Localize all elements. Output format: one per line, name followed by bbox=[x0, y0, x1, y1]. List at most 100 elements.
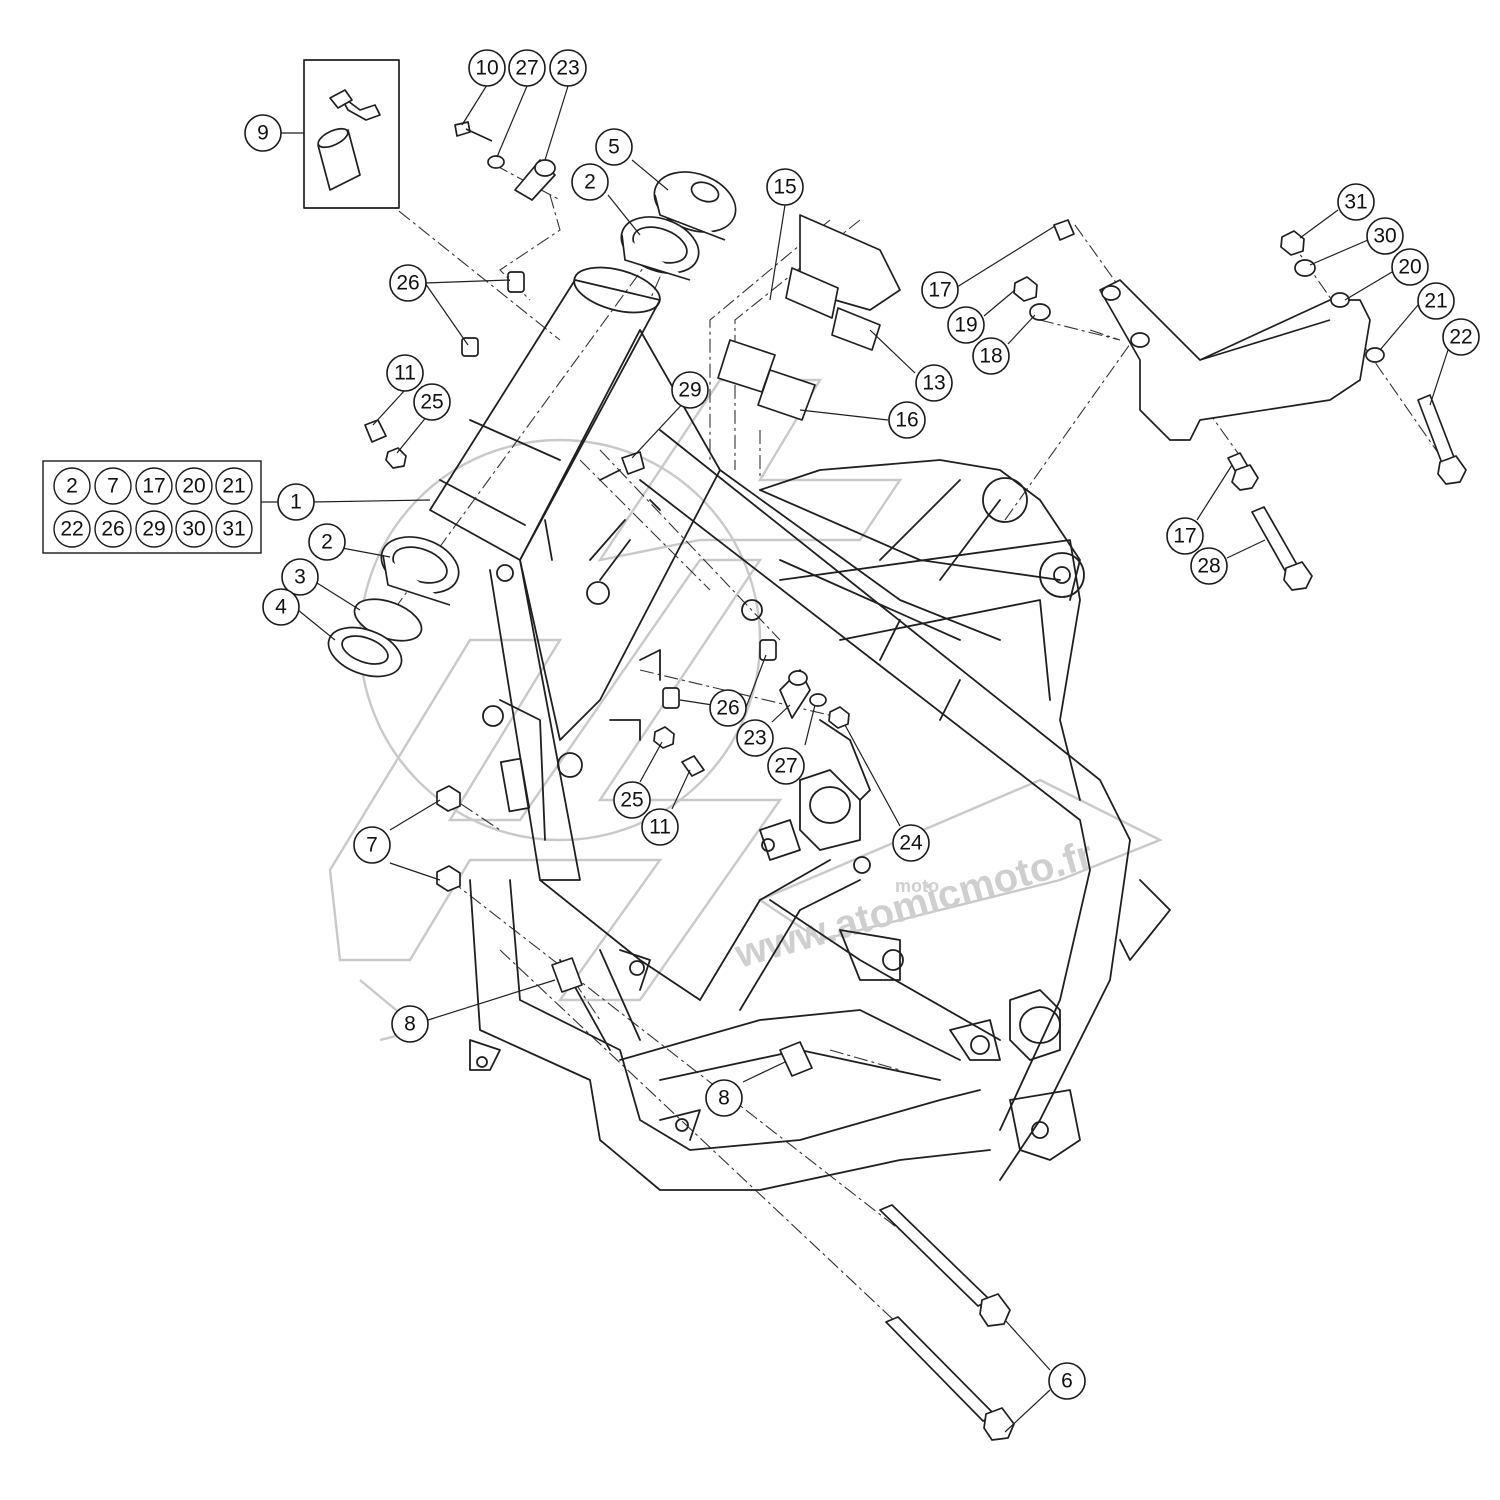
svg-text:21: 21 bbox=[222, 475, 245, 498]
callout-2-bottom: 2 bbox=[308, 523, 346, 561]
svg-text:9: 9 bbox=[257, 122, 269, 145]
svg-text:31: 31 bbox=[1344, 191, 1367, 214]
part-25-nut-left bbox=[385, 447, 407, 469]
kit-item: 29 bbox=[135, 510, 173, 548]
callout-19: 19 bbox=[947, 306, 985, 344]
svg-text:22: 22 bbox=[1449, 326, 1472, 349]
part-30-washer bbox=[1294, 259, 1316, 277]
kit-item: 2 bbox=[53, 467, 91, 505]
kit-item: 20 bbox=[175, 467, 213, 505]
part-11-bolt-center bbox=[681, 755, 705, 777]
part-11-bolt-left bbox=[364, 419, 387, 443]
kit-item: 31 bbox=[215, 510, 253, 548]
kit-item: 21 bbox=[215, 467, 253, 505]
callout-26-center: 26 bbox=[709, 689, 747, 727]
callout-25-left: 25 bbox=[413, 383, 451, 421]
svg-text:22: 22 bbox=[60, 518, 83, 541]
part-4-lower-seal bbox=[327, 626, 403, 678]
svg-text:3: 3 bbox=[294, 566, 306, 589]
svg-text:26: 26 bbox=[396, 272, 419, 295]
svg-text:29: 29 bbox=[678, 379, 701, 402]
part-17-bolt-lower bbox=[1227, 452, 1259, 491]
callouts: 9 10 27 23 5 2 15 26 11 25 1 2 3 4 29 13… bbox=[244, 49, 1480, 1400]
kit-item: 7 bbox=[94, 467, 132, 505]
main-frame bbox=[429, 266, 1171, 1191]
svg-text:23: 23 bbox=[556, 57, 579, 80]
svg-text:13: 13 bbox=[922, 372, 945, 395]
callout-8-left: 8 bbox=[391, 1005, 429, 1043]
svg-text:6: 6 bbox=[1061, 1370, 1073, 1393]
callout-11-center: 11 bbox=[641, 808, 679, 846]
kit-item: 17 bbox=[135, 467, 173, 505]
kit-item: 22 bbox=[53, 510, 91, 548]
svg-text:11: 11 bbox=[394, 362, 416, 385]
svg-text:27: 27 bbox=[515, 57, 538, 80]
callout-25-center: 25 bbox=[613, 781, 651, 819]
callout-17-top: 17 bbox=[921, 271, 959, 309]
svg-text:15: 15 bbox=[773, 176, 796, 199]
callout-13: 13 bbox=[915, 364, 953, 402]
part-7-nut bbox=[436, 785, 461, 892]
part-15-16-13-electrical bbox=[717, 214, 901, 421]
svg-text:17: 17 bbox=[928, 279, 951, 302]
part-31-nut bbox=[1280, 230, 1305, 256]
part-27-washer-center bbox=[809, 693, 827, 707]
callout-21: 21 bbox=[1417, 282, 1455, 320]
part-25-nut-center bbox=[653, 706, 850, 749]
part-19-nut bbox=[1013, 276, 1038, 302]
callout-23-center: 23 bbox=[736, 719, 774, 757]
svg-text:1: 1 bbox=[290, 491, 302, 514]
kit-item: 30 bbox=[175, 510, 213, 548]
callout-31: 31 bbox=[1337, 183, 1375, 221]
part-23-clamp-center bbox=[779, 669, 811, 719]
kit-box: 2 7 17 20 21 22 26 29 30 31 bbox=[42, 460, 280, 554]
leader-lines bbox=[281, 84, 1449, 1433]
callout-1: 1 bbox=[277, 483, 315, 521]
callout-3: 3 bbox=[281, 558, 319, 596]
kit-item: 26 bbox=[94, 510, 132, 548]
svg-text:7: 7 bbox=[366, 834, 378, 857]
connector-icon bbox=[831, 307, 881, 351]
svg-text:28: 28 bbox=[1197, 555, 1220, 578]
svg-text:27: 27 bbox=[774, 755, 797, 778]
callout-2-top: 2 bbox=[571, 163, 609, 201]
svg-text:20: 20 bbox=[182, 475, 205, 498]
svg-text:25: 25 bbox=[620, 789, 643, 812]
svg-text:17: 17 bbox=[142, 475, 165, 498]
svg-text:17: 17 bbox=[1173, 525, 1196, 548]
callout-4: 4 bbox=[262, 588, 300, 626]
svg-text:31: 31 bbox=[222, 518, 245, 541]
svg-text:16: 16 bbox=[895, 409, 918, 432]
key-icon bbox=[339, 94, 381, 121]
part-22-long-bolt bbox=[1417, 394, 1467, 485]
svg-text:26: 26 bbox=[716, 697, 739, 720]
part-2-bearing-top bbox=[620, 216, 700, 281]
svg-text:2: 2 bbox=[66, 475, 78, 498]
callout-16: 16 bbox=[888, 401, 926, 439]
callout-26-top: 26 bbox=[389, 264, 427, 302]
callout-15: 15 bbox=[766, 168, 804, 206]
svg-text:18: 18 bbox=[979, 345, 1002, 368]
svg-text:20: 20 bbox=[1398, 256, 1421, 279]
lock-set-box bbox=[303, 59, 400, 209]
part-29-fitting bbox=[621, 451, 645, 475]
svg-text:10: 10 bbox=[475, 57, 498, 80]
svg-text:5: 5 bbox=[608, 136, 620, 159]
callout-8-center: 8 bbox=[705, 1079, 743, 1117]
svg-text:2: 2 bbox=[321, 531, 333, 554]
callout-23-top: 23 bbox=[549, 49, 587, 87]
part-8-clip bbox=[551, 957, 813, 1077]
callout-10: 10 bbox=[468, 49, 506, 87]
svg-text:19: 19 bbox=[954, 314, 977, 337]
callout-24: 24 bbox=[892, 824, 930, 862]
svg-text:30: 30 bbox=[182, 518, 205, 541]
part-10-bolt bbox=[454, 121, 493, 142]
svg-text:7: 7 bbox=[107, 475, 119, 498]
svg-text:8: 8 bbox=[718, 1087, 730, 1110]
callout-28: 28 bbox=[1190, 547, 1228, 585]
svg-text:21: 21 bbox=[1424, 290, 1447, 313]
svg-text:2: 2 bbox=[584, 171, 596, 194]
callout-27-center: 27 bbox=[767, 747, 805, 785]
part-5-dust-seal bbox=[653, 171, 737, 241]
